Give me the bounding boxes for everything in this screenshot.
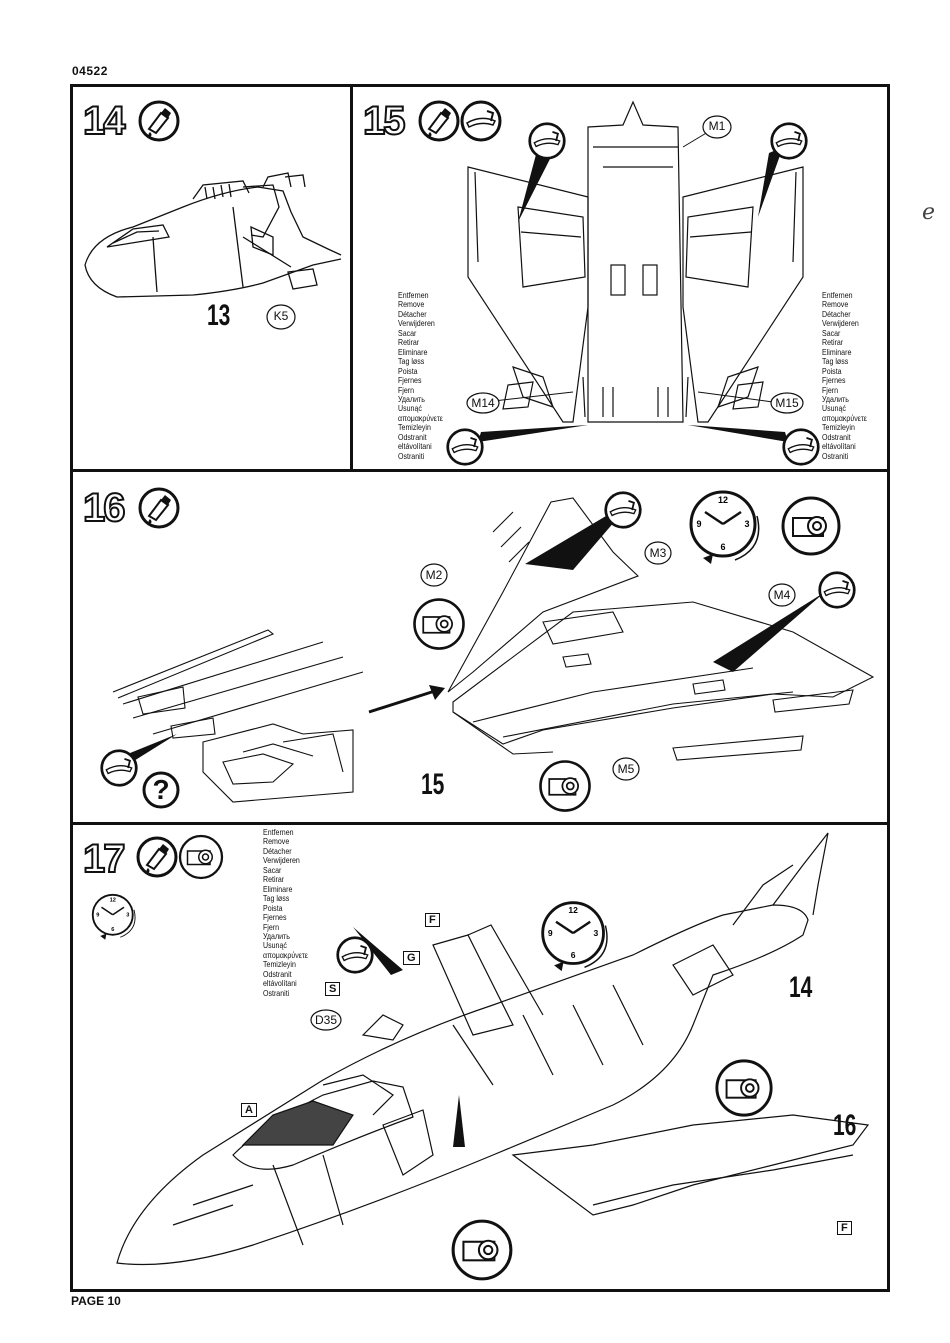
step-15-panel: 15: [350, 84, 890, 472]
callout-m3-bubble: [644, 541, 672, 565]
step-number: 15: [362, 99, 406, 143]
cutter-icon: [100, 749, 138, 787]
cutter-icon: [782, 428, 820, 466]
tape-icon: [451, 1219, 513, 1281]
tape-icon: [781, 496, 841, 556]
handwritten-mark: e: [922, 200, 936, 225]
callout-m1: M1: [708, 119, 726, 133]
cutter-icon: [604, 491, 642, 529]
page-number: PAGE 10: [71, 1294, 121, 1308]
clock-icon: 12 3 6 9: [689, 490, 760, 564]
step-number: 17: [82, 837, 126, 881]
svg-text:3: 3: [744, 519, 749, 529]
callout-m2: M2: [425, 568, 443, 582]
step-number: 14: [82, 99, 126, 143]
step-16-panel: 16: [70, 469, 890, 825]
cutter-icon: [818, 571, 856, 609]
cutter-icon: [460, 100, 502, 142]
flag-f-bottom: F: [837, 1221, 852, 1235]
svg-text:3: 3: [126, 913, 129, 919]
svg-text:9: 9: [548, 928, 553, 938]
callout-d35: D35: [314, 1013, 337, 1027]
callout-d35-bubble: [310, 1009, 342, 1031]
glue-icon: [418, 100, 460, 142]
part-label-15: 15: [421, 768, 445, 801]
cutter-icon: [770, 122, 808, 160]
glue-icon: [138, 100, 180, 142]
callout-m15: M15: [775, 396, 799, 410]
callout-m15-bubble: [770, 392, 804, 414]
question-icon: [142, 771, 180, 809]
svg-text:3: 3: [594, 928, 599, 938]
cockpit-nose-drawing: [84, 172, 342, 298]
callout-m4: M4: [773, 588, 791, 602]
callout-m5-bubble: [612, 757, 640, 781]
question-mark: ?: [152, 774, 170, 805]
callout-k5: K5: [273, 309, 289, 323]
tape-icon: [715, 1059, 773, 1117]
svg-text:6: 6: [720, 542, 725, 552]
clock-icon: 12 3 6 9: [541, 901, 608, 972]
aircraft-assembly-drawing: [116, 832, 870, 1266]
kit-code: 04522: [72, 64, 108, 78]
step-14-panel: 14 13 K5: [70, 84, 353, 472]
tape-icon: [413, 598, 465, 650]
svg-text:9: 9: [96, 913, 99, 919]
fuselage-detail-drawing: [103, 497, 875, 803]
part-label-16: 16: [833, 1109, 857, 1142]
svg-text:6: 6: [571, 950, 576, 960]
glue-icon: [136, 836, 178, 878]
tape-icon: [178, 834, 224, 880]
svg-text:12: 12: [568, 905, 578, 915]
flag-f-top: F: [425, 913, 440, 927]
step-number: 16: [82, 486, 126, 530]
flag-s: S: [325, 982, 341, 996]
clock-icon: 12 3 6 9: [91, 893, 136, 940]
callout-m5: M5: [617, 762, 635, 776]
flag-g: G: [403, 951, 420, 965]
callout-m4-bubble: [768, 583, 796, 607]
callout-k5-bubble: [266, 304, 296, 330]
flag-a: A: [241, 1103, 257, 1117]
svg-text:6: 6: [111, 927, 114, 933]
glue-icon: [138, 487, 180, 529]
callout-m14-bubble: [466, 392, 500, 414]
tape-icon: [539, 760, 591, 812]
svg-text:12: 12: [718, 495, 728, 505]
cutter-icon: [528, 122, 566, 160]
part-label-14: 14: [789, 971, 813, 1004]
cutter-icon: [446, 428, 484, 466]
callout-m2-bubble: [420, 563, 448, 587]
part-label-13: 13: [207, 299, 231, 332]
callout-m3: M3: [649, 546, 667, 560]
callout-m14: M14: [471, 396, 495, 410]
callout-m1-bubble: [702, 115, 732, 139]
svg-text:12: 12: [110, 898, 116, 904]
cutter-icon: [336, 936, 374, 974]
wing-underside-drawing: [467, 100, 804, 442]
svg-text:9: 9: [696, 519, 701, 529]
